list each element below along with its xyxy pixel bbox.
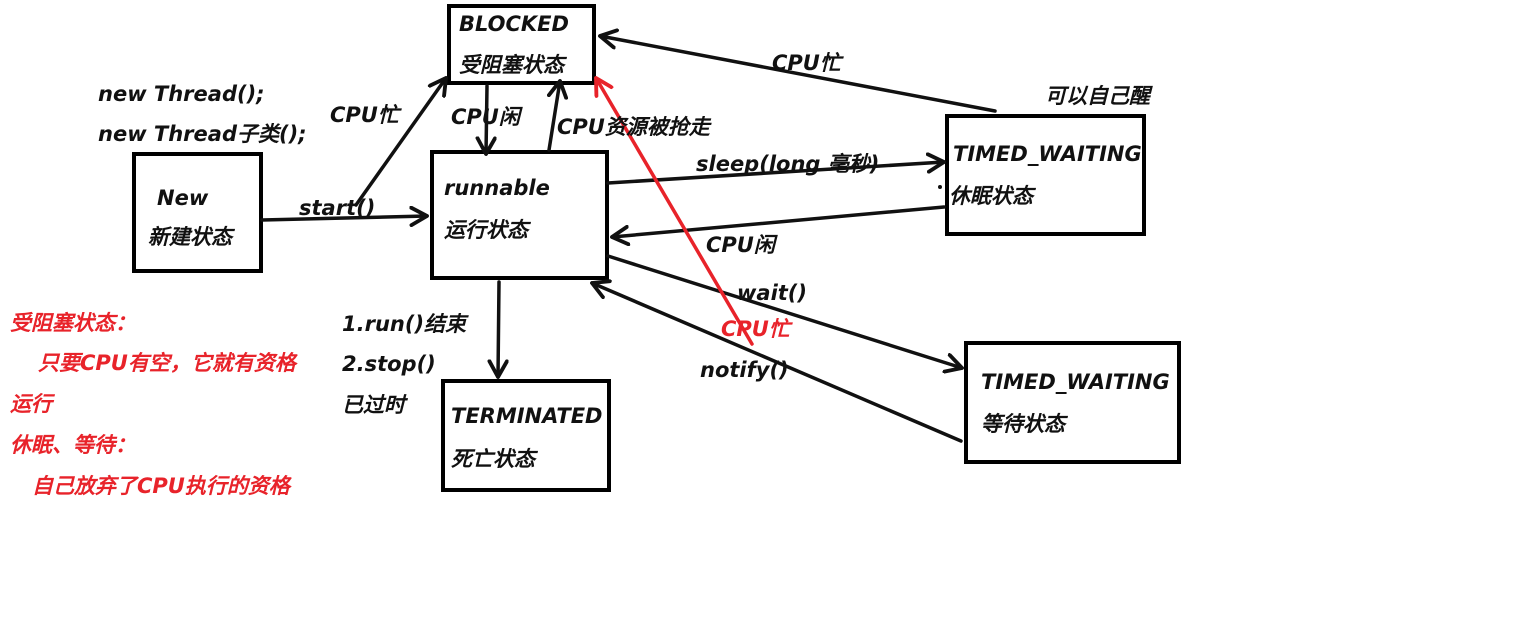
edge-runnable-to-blocked	[549, 81, 560, 152]
state-terminated: TERMINATED 死亡状态	[441, 379, 611, 492]
edge-sleep-to-blocked	[600, 36, 997, 113]
state-new: New 新建状态	[132, 152, 263, 273]
note-blocked-desc-2: 运行	[10, 392, 56, 416]
label-cpu-busy-to-blocked: CPU忙	[330, 103, 403, 127]
state-blocked-en: BLOCKED	[459, 12, 569, 36]
label-deprecated: 已过时	[342, 393, 409, 417]
label-start: start()	[299, 196, 375, 220]
state-timed-waiting-sleep-zh: 休眠状态	[949, 184, 1037, 208]
edge-runnable-to-terminated	[498, 280, 499, 377]
edge-new-to-runnable	[260, 216, 427, 220]
state-runnable: runnable 运行状态	[430, 150, 609, 280]
label-notify: notify()	[700, 358, 789, 382]
note-blocked-desc: 只要CPU有空，它就有资格	[38, 351, 298, 375]
state-runnable-en: runnable	[444, 176, 550, 200]
label-cpu-preempted: CPU资源被抢走	[557, 115, 712, 139]
stray-dot	[938, 185, 942, 189]
edge-blocked-to-runnable	[486, 84, 487, 154]
state-runnable-box	[430, 150, 609, 280]
edge-wait-to-runnable	[592, 283, 963, 443]
label-wait: wait()	[737, 281, 807, 305]
note-sleep-wait-desc: 自己放弃了CPU执行的资格	[32, 474, 292, 498]
edge-sleep-to-runnable	[612, 205, 946, 237]
state-timed-waiting-sleep-box	[945, 114, 1146, 236]
state-new-box	[132, 152, 263, 273]
edge-runnable-to-sleep	[606, 162, 944, 185]
label-cpu-busy-sleep-to-blocked: CPU忙	[772, 51, 845, 75]
label-cpu-idle-sleep-to-runnable: CPU闲	[706, 233, 778, 257]
state-terminated-zh: 死亡状态	[451, 447, 539, 471]
edge-wait-to-blocked-red	[596, 78, 754, 346]
state-timed-waiting-wait-zh: 等待状态	[981, 412, 1069, 436]
state-timed-waiting-sleep-en: TIMED_WAITING	[953, 142, 1142, 166]
note-sleep-wait-title: 休眠、等待：	[10, 433, 136, 457]
state-blocked-box	[447, 4, 596, 85]
state-timed-waiting-wait: TIMED_WAITING 等待状态	[964, 341, 1181, 464]
state-runnable-zh: 运行状态	[444, 218, 532, 242]
label-new-thread-2: new Thread子类();	[98, 122, 307, 146]
state-terminated-box	[441, 379, 611, 492]
state-timed-waiting-sleep: TIMED_WAITING 休眠状态	[945, 114, 1146, 236]
label-run-end: 1.run()结束	[342, 312, 469, 336]
edge-start-to-blocked	[354, 78, 446, 207]
label-cpu-idle-from-blocked: CPU闲	[451, 105, 523, 129]
state-terminated-en: TERMINATED	[451, 404, 602, 428]
state-new-zh: 新建状态	[148, 225, 236, 249]
state-new-en: New	[157, 186, 209, 210]
notes-panel: 受阻塞状态： 只要CPU有空，它就有资格 运行 休眠、等待： 自己放弃了CPU执…	[10, 311, 298, 498]
state-timed-waiting-wait-en: TIMED_WAITING	[981, 370, 1170, 394]
label-new-thread-1: new Thread();	[98, 82, 265, 106]
state-blocked: BLOCKED 受阻塞状态	[447, 4, 596, 85]
edge-runnable-to-wait	[606, 254, 962, 368]
state-blocked-zh: 受阻塞状态	[459, 53, 568, 77]
label-cpu-busy-red: CPU忙	[721, 317, 794, 341]
label-can-wake-self: 可以自己醒	[1045, 84, 1153, 108]
label-sleep: sleep(long 毫秒)	[696, 152, 879, 176]
state-timed-waiting-wait-box	[964, 341, 1181, 464]
note-blocked-title: 受阻塞状态：	[10, 311, 136, 335]
label-stop: 2.stop()	[342, 352, 436, 376]
